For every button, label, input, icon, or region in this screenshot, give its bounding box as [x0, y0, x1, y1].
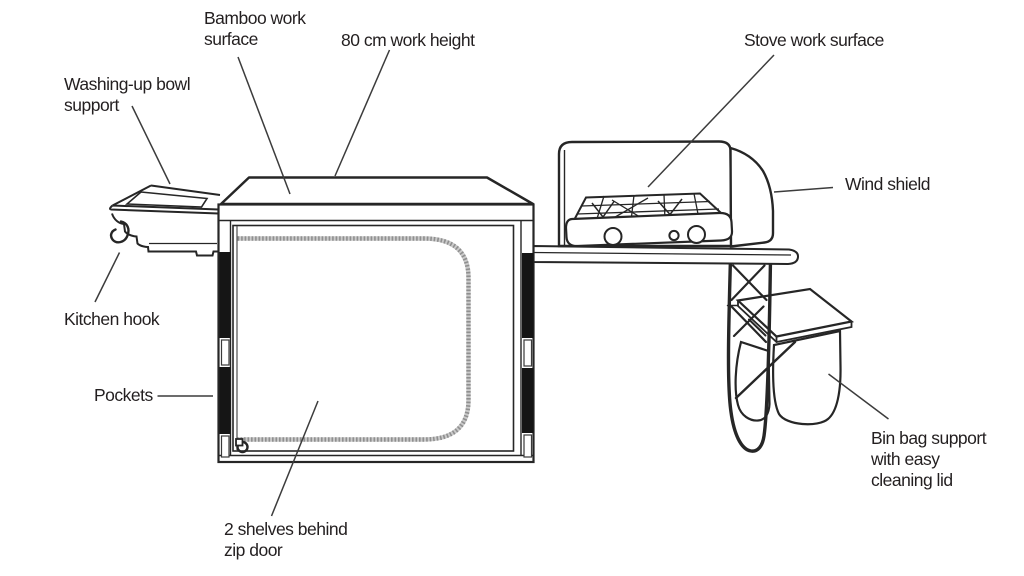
label-bamboo-work-surface: Bamboo work surface — [204, 8, 306, 49]
zip-slider — [235, 438, 244, 447]
label-stove-work-surface: Stove work surface — [744, 30, 884, 50]
stove — [564, 192, 734, 248]
washing-up-bowl — [108, 184, 221, 257]
leg-tube — [726, 256, 773, 453]
leader-stove-work-surface — [647, 54, 775, 188]
bin-bag-right-lobe — [771, 329, 842, 426]
leader-washing-up-bowl-support — [131, 105, 171, 185]
leader-bin-bag-support — [828, 373, 889, 420]
label-wind-shield: Wind shield — [845, 174, 930, 194]
cabinet-outer-frame — [217, 203, 535, 464]
stove-knob-right — [687, 225, 706, 244]
folding-legs — [726, 256, 797, 453]
label-2-shelves-zip-door: 2 shelves behind zip door — [224, 519, 348, 560]
kitchen-hook — [109, 220, 130, 244]
zip-door — [235, 226, 471, 454]
bowl-rim-back-edge — [150, 184, 221, 196]
bowl-rim-left-edge — [112, 184, 152, 207]
cabinet — [217, 203, 535, 464]
stove-knobs — [603, 225, 706, 246]
bin-lid-strut — [734, 340, 797, 400]
pocket-gap — [523, 339, 533, 367]
pocket-strip — [522, 253, 534, 338]
stove-table-edge-line — [532, 251, 792, 256]
stove-knob-left — [603, 227, 623, 246]
bowl-body — [111, 213, 219, 257]
leader-kitchen-hook — [94, 252, 121, 303]
pocket-gap — [220, 435, 230, 458]
leader-80cm-work-height — [334, 49, 391, 177]
stove-table — [532, 244, 800, 266]
wind-shield-right-wing — [729, 146, 775, 248]
leader-lines — [94, 49, 889, 517]
pocket-strip — [219, 252, 231, 338]
bowl-inner-tray — [124, 191, 209, 208]
pocket-gap — [523, 434, 533, 458]
leg-cross-brace-upper — [730, 264, 768, 302]
label-pockets: Pockets — [94, 385, 153, 405]
pocket-strip — [219, 367, 231, 434]
stove-table-slab — [532, 244, 800, 266]
label-80cm-work-height: 80 cm work height — [341, 30, 475, 50]
leader-wind-shield — [773, 186, 834, 193]
pocket-strip — [522, 368, 534, 433]
bowl-rim-front-band — [109, 204, 219, 215]
leader-bamboo-work-surface — [237, 56, 291, 195]
stove-knob-small — [668, 229, 680, 242]
label-kitchen-hook: Kitchen hook — [64, 309, 160, 329]
zip-track-teeth — [237, 236, 471, 442]
label-washing-up-bowl-support: Washing-up bowl support — [64, 74, 191, 115]
cabinet-front-panel — [232, 224, 515, 452]
bin-lid-bracket — [748, 318, 767, 337]
leg-cross-brace-lower — [730, 305, 768, 344]
leader-2-shelves-zip-door — [270, 400, 319, 517]
bin-lid-edge — [737, 300, 853, 343]
label-bin-bag-support: Bin bag support with easy cleaning lid — [871, 428, 987, 490]
pocket-gap — [220, 339, 230, 366]
pockets — [219, 252, 534, 458]
